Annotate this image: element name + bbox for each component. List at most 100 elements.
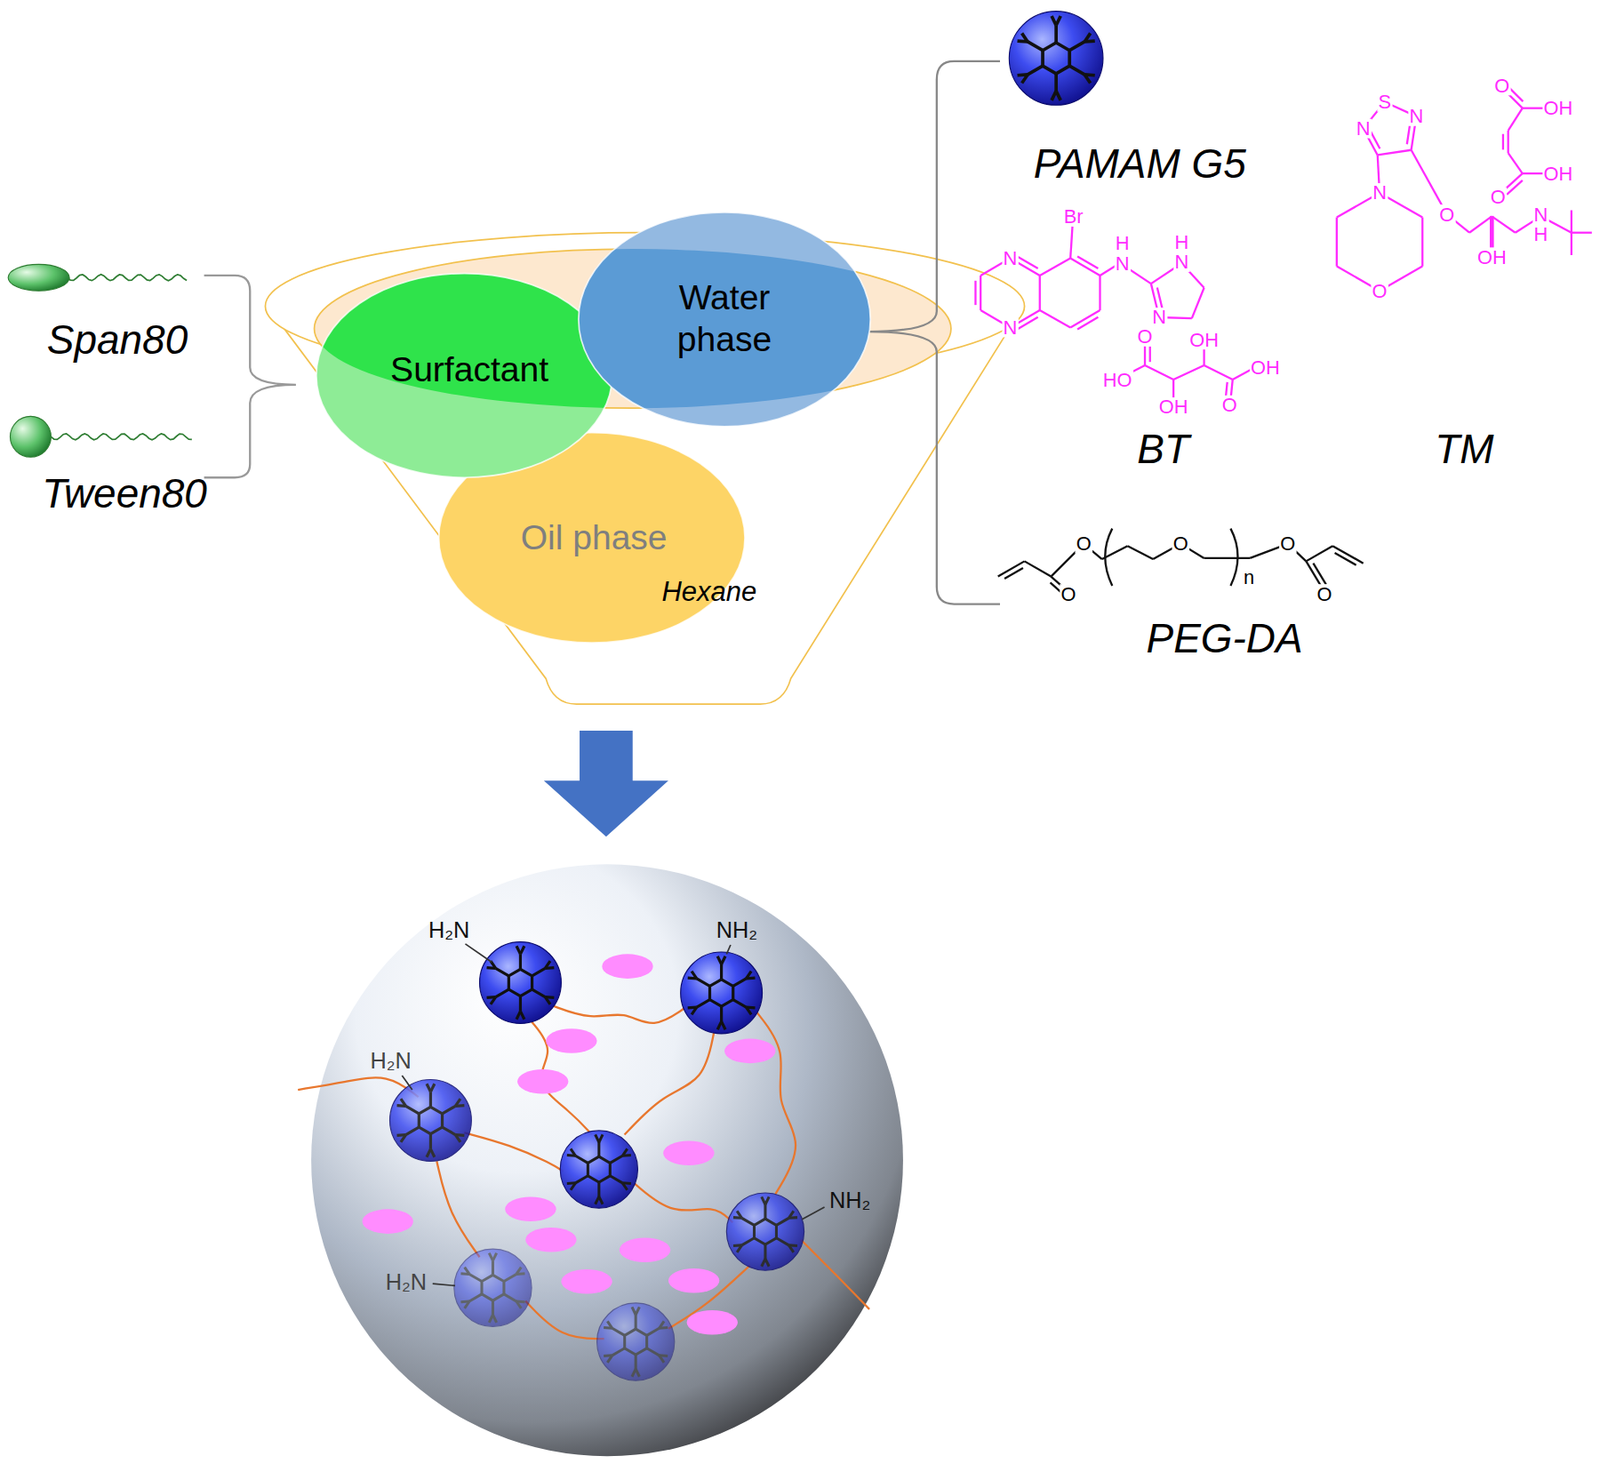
atom-label: O [1438,204,1456,224]
dendrimer-branch [1027,65,1043,75]
bond [1077,256,1098,269]
dendrimer-branch [397,1133,407,1137]
atom-label: OH [1249,357,1281,377]
atom-label: H [1114,232,1131,253]
polymer-chain [525,1301,604,1339]
dendrimer-core [624,1328,648,1355]
drug-molecule [687,1310,738,1336]
dendrimer-branch [647,1328,660,1336]
bond [1192,288,1205,319]
dendrimer-branch [575,1155,588,1163]
bond [1149,346,1152,363]
nanogel-sphere [311,864,904,1456]
nanogel [297,864,904,1456]
dendrimer-branch [519,996,522,1012]
atom-label: N [1173,252,1190,272]
atom-label: H [1173,232,1190,252]
dendrimer-core [508,968,532,996]
dendrimer-branch [516,1301,521,1309]
tm-structure [1336,87,1592,291]
dendrimer-sphere [560,1130,638,1208]
dendrimer-icon [726,1192,804,1271]
polymer-chain [624,1030,715,1135]
dendrimer-branch [1056,16,1061,25]
dendrimer-branch [776,1217,789,1225]
dendrimer-sphere [1008,11,1104,106]
dendrimer-branch [1017,72,1029,78]
bond [974,280,976,305]
bond [1469,216,1492,232]
dendrimer-branch [544,966,554,970]
component-label: PEG-DA [1146,617,1304,659]
dendrimer-sphere [680,952,763,1034]
dendrimer-branch [575,1176,588,1184]
atom-label: N [1408,106,1424,127]
phase-label: Surfactant [390,348,549,391]
drug-molecule [601,953,653,979]
dendrimer-core [754,1218,777,1245]
ellipse-fill [316,273,613,479]
dendrimer-branch [1084,39,1096,44]
dendrimer-sphere [454,1248,532,1327]
dendrimer-branch [635,1306,640,1315]
dendrimer-branch [763,1204,767,1219]
dendrimer-branch [745,1007,752,1015]
dendrimer-sphere [480,942,562,1024]
dendrimer-icon [560,1130,638,1208]
atom-label: O [1489,187,1507,208]
polymer-chain [551,1005,689,1024]
dendrimer-branch [634,1314,638,1329]
dendrimer-branch [595,1196,600,1205]
atom-label: O [1315,584,1333,604]
dendrimer-sphere [390,1080,472,1162]
bond [1508,152,1523,174]
bond [1204,365,1233,380]
amine-label: NH₂ [829,1190,871,1213]
dendrimer-branch [717,1021,721,1030]
bond [1039,275,1041,311]
atom-label: OH [1188,329,1220,350]
dendrimer-branch [696,978,711,986]
dendrimer-icon [597,1303,675,1381]
drug-molecule [668,1268,720,1294]
bond [1508,108,1523,131]
bond [1070,226,1072,259]
dendrimer-branch [632,1368,636,1377]
dendrimer-icon [454,1248,532,1327]
phase-label: Water phase [635,276,815,360]
bond [1312,563,1326,585]
dendrimer-branch [612,1328,625,1336]
dendrimer-branch [488,1314,493,1323]
dendrimer-branch [426,1149,431,1158]
atom-label: OH [1476,247,1508,267]
dendrimer-branch [442,1105,456,1113]
dendrimer-branch [1054,73,1058,92]
bond [1570,232,1573,256]
atom-label: n [1242,568,1256,588]
bond [1202,346,1205,366]
drug-molecule [724,1039,776,1064]
component-label: Span80 [47,319,188,360]
drug-molecule [663,1140,714,1166]
bond [1571,232,1592,234]
atom-label: S [1376,92,1392,112]
surfactant-head [9,416,51,457]
surfactant-head [8,264,70,291]
atom-label: H [1532,224,1549,245]
dendrimer-branch [607,1320,612,1328]
process-arrow [544,730,669,837]
dendrimer-branch [603,1353,613,1358]
dendrimer-sphere [597,1303,675,1381]
bond [1077,317,1098,330]
dendrimer-branch [609,1155,623,1163]
bond [1098,275,1101,311]
drug-molecule [517,1069,568,1095]
dendrimer-core [418,1106,442,1134]
dendrimer-branch [597,1142,600,1157]
dendrimer-branch [532,989,546,997]
polymer-chain [464,1132,563,1172]
bond [1173,365,1204,380]
drug-molecule [525,1227,576,1253]
surfactant-tail [67,274,187,281]
amine-bond [726,944,731,954]
